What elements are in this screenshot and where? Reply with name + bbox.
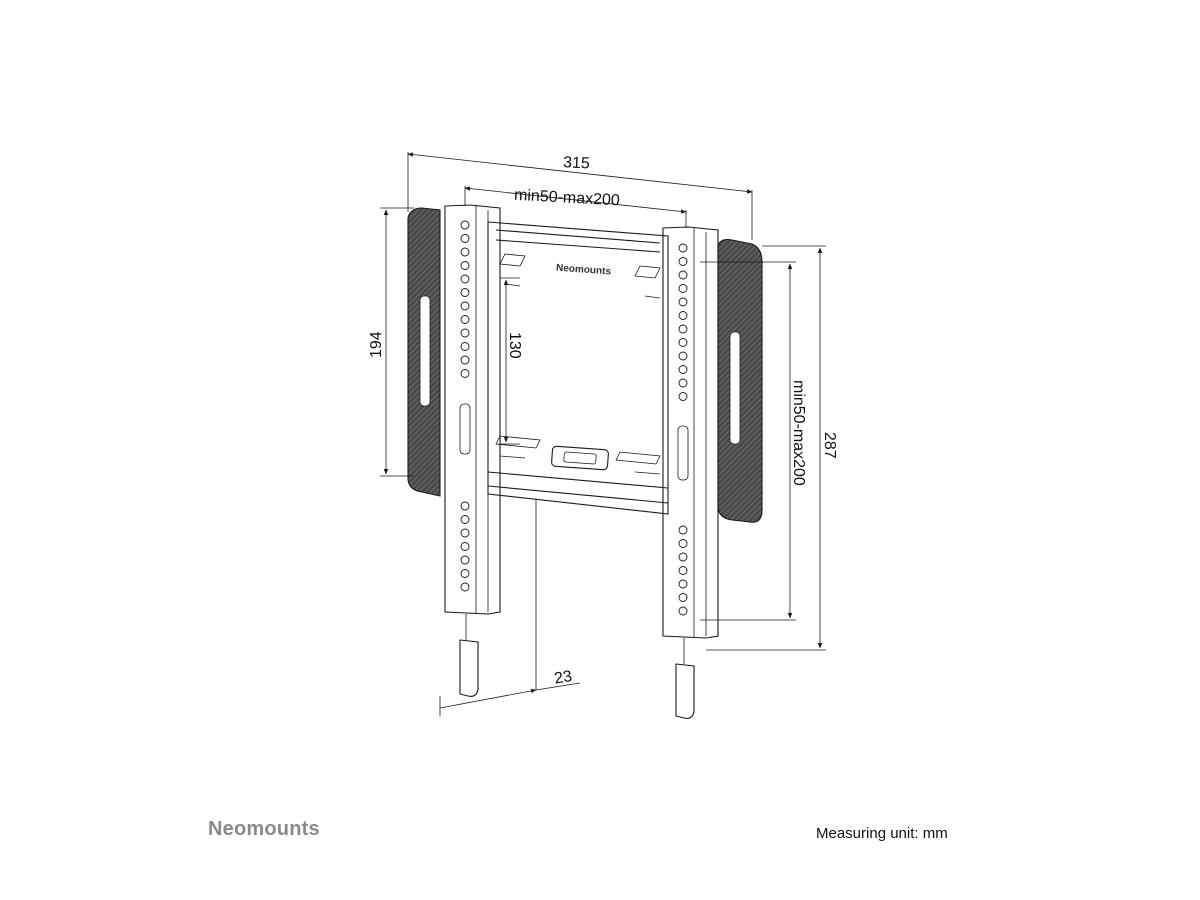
mounting-hole (678, 539, 688, 548)
dimension-wall-distance (439, 682, 581, 716)
dimension-pad-height (380, 207, 414, 477)
dimension-horizontal-vesa-label: min50-max200 (514, 187, 621, 210)
mounting-hole (460, 582, 470, 592)
footer-brand-logo: Neomounts (208, 818, 320, 840)
mounting-hole (678, 392, 688, 401)
dimension-pad-height-label: 194 (368, 331, 385, 358)
mounting-hole (678, 351, 688, 361)
mounting-hole (678, 338, 688, 347)
mounting-hole (678, 243, 688, 253)
dimension-overall-height-label: 287 (821, 432, 838, 459)
mounting-hole (460, 369, 470, 378)
mounting-hole (678, 378, 688, 388)
mounting-hole (678, 324, 688, 334)
mounting-hole (678, 257, 688, 266)
mounting-hole (460, 288, 470, 297)
mounting-hole (460, 328, 470, 338)
dimension-horizontal-vesa (464, 186, 687, 228)
mounting-hole (460, 261, 470, 270)
mounting-hole (678, 525, 688, 535)
mounting-hole (460, 220, 470, 230)
mounting-hole (460, 315, 470, 324)
mounting-hole (460, 542, 470, 551)
right-wall-pad (717, 239, 763, 523)
center-frame (487, 221, 669, 690)
frame-brand-label: Neomounts (556, 263, 612, 278)
mounting-hole (678, 311, 688, 320)
dimension-overall-height (706, 245, 826, 651)
left-vertical-bracket (444, 204, 501, 697)
measuring-unit-note: Measuring unit: mm (816, 825, 948, 842)
right-vertical-bracket (662, 226, 719, 719)
mounting-hole (678, 579, 688, 589)
dimension-overall-width (407, 152, 753, 240)
mounting-hole (460, 301, 470, 311)
dimension-vertical-vesa (700, 261, 796, 621)
dimension-wall-distance-label: 23 (553, 668, 573, 688)
left-wall-pad (407, 207, 441, 497)
dimension-frame-height-label: 130 (506, 332, 523, 359)
mounting-hole (460, 501, 470, 511)
mounting-hole (460, 342, 470, 351)
mounting-hole (460, 247, 470, 257)
mounting-hole (460, 528, 470, 538)
mounting-hole (460, 355, 470, 365)
mounting-hole (460, 555, 470, 565)
mounting-hole (678, 606, 688, 616)
mounting-hole (460, 515, 470, 524)
mounting-hole (678, 365, 688, 374)
dimension-frame-height (500, 277, 520, 445)
mounting-hole (678, 297, 688, 307)
mounting-hole (678, 566, 688, 575)
mounting-hole (460, 274, 470, 284)
mounting-hole (678, 593, 688, 602)
mounting-hole (460, 234, 470, 243)
left-bracket-holes (460, 220, 470, 592)
mounting-hole (678, 552, 688, 562)
mounting-hole (460, 569, 470, 578)
mounting-hole (678, 270, 688, 280)
right-bracket-holes (678, 243, 688, 616)
mounting-hole (678, 284, 688, 293)
dimension-overall-width-label: 315 (563, 154, 591, 172)
dimension-vertical-vesa-label: min50-max200 (790, 380, 807, 486)
